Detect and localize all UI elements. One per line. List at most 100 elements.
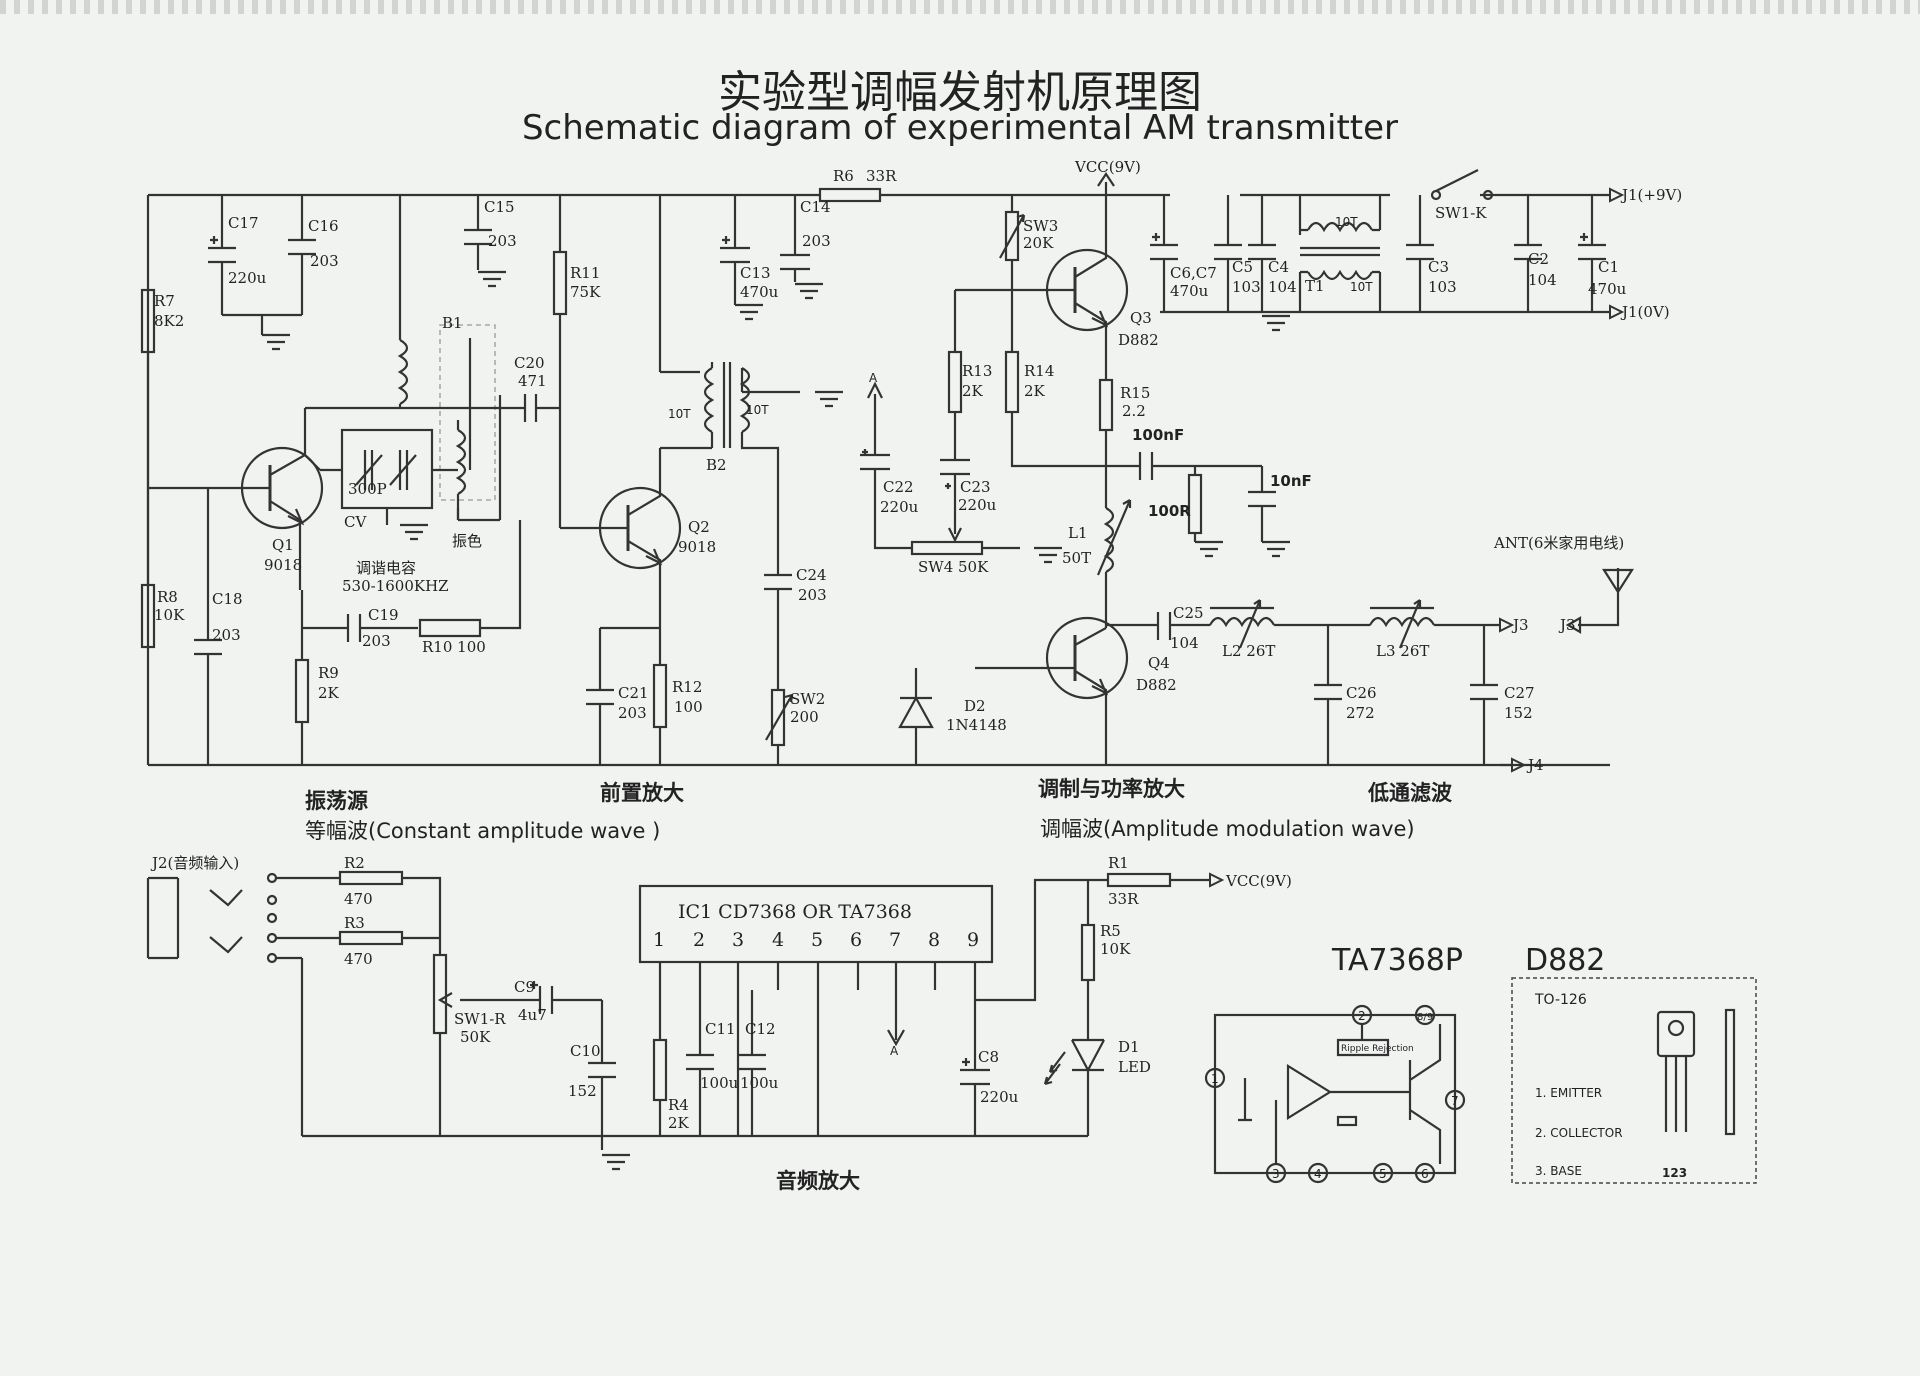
svg-text:8/9: 8/9 — [1417, 1012, 1433, 1023]
svg-text:2.2: 2.2 — [1122, 402, 1146, 420]
svg-text:C5: C5 — [1232, 258, 1253, 276]
svg-text:104: 104 — [1268, 278, 1297, 296]
svg-text:203: 203 — [802, 232, 831, 250]
svg-text:8K2: 8K2 — [154, 312, 184, 330]
svg-text:T1: T1 — [1305, 277, 1325, 295]
svg-text:152: 152 — [1504, 704, 1533, 722]
caption-preamp: 前置放大 — [600, 781, 684, 805]
svg-text:C26: C26 — [1346, 684, 1377, 702]
svg-text:10nF: 10nF — [1270, 472, 1312, 490]
svg-text:C17: C17 — [228, 214, 259, 232]
q4-transistor — [1045, 616, 1129, 700]
svg-text:C16: C16 — [308, 217, 339, 235]
svg-text:300P: 300P — [348, 480, 387, 498]
svg-text:152: 152 — [568, 1082, 597, 1100]
svg-text:D2: D2 — [964, 697, 986, 715]
svg-text:2: 2 — [1358, 1009, 1366, 1023]
svg-text:8: 8 — [928, 929, 940, 951]
svg-text:C12: C12 — [745, 1020, 776, 1038]
svg-text:J1(+9V): J1(+9V) — [1620, 186, 1682, 204]
svg-text:203: 203 — [618, 704, 647, 722]
svg-text:L1: L1 — [1068, 524, 1088, 542]
svg-text:Q1: Q1 — [272, 536, 294, 554]
svg-text:R15: R15 — [1120, 384, 1150, 402]
r13-resistor — [947, 350, 963, 414]
r4-resistor — [652, 1038, 668, 1102]
svg-text:9018: 9018 — [678, 538, 716, 556]
svg-text:C20: C20 — [514, 354, 545, 372]
preamp-section — [560, 187, 882, 765]
svg-text:C8: C8 — [978, 1048, 999, 1066]
svg-text:220u: 220u — [958, 496, 997, 514]
svg-text:20K: 20K — [1023, 234, 1054, 252]
svg-text:振色: 振色 — [452, 532, 482, 550]
svg-text:调谐电容: 调谐电容 — [356, 559, 416, 577]
title-english: Schematic diagram of experimental AM tra… — [521, 108, 1399, 148]
svg-text:R2: R2 — [344, 854, 365, 872]
svg-text:203: 203 — [310, 252, 339, 270]
svg-text:R6: R6 — [833, 167, 854, 185]
svg-text:1. EMITTER: 1. EMITTER — [1535, 1086, 1602, 1100]
svg-text:100R: 100R — [1148, 502, 1191, 520]
svg-text:1N4148: 1N4148 — [946, 716, 1007, 734]
svg-text:C18: C18 — [212, 590, 243, 608]
svg-text:104: 104 — [1170, 634, 1199, 652]
svg-text:R4: R4 — [668, 1096, 689, 1114]
svg-text:3. BASE: 3. BASE — [1535, 1164, 1582, 1178]
svg-text:50T: 50T — [1062, 549, 1091, 567]
ic1-pin-numbers: 1 2 3 4 5 6 7 8 9 — [653, 929, 979, 951]
svg-text:50K: 50K — [460, 1028, 491, 1046]
svg-text:R7: R7 — [154, 292, 175, 310]
svg-text:J1(0V): J1(0V) — [1620, 303, 1670, 321]
svg-text:6: 6 — [850, 929, 862, 951]
svg-text:C1: C1 — [1598, 258, 1619, 276]
svg-text:9018: 9018 — [264, 556, 302, 574]
r3-resistor — [338, 930, 404, 946]
svg-text:B1: B1 — [442, 314, 463, 332]
svg-text:C27: C27 — [1504, 684, 1535, 702]
svg-text:10K: 10K — [1100, 940, 1131, 958]
caption-modulator: 调制与功率放大 — [1038, 777, 1185, 801]
r12-resistor — [652, 663, 668, 729]
svg-text:C6,C7: C6,C7 — [1170, 264, 1217, 282]
svg-text:6: 6 — [1421, 1167, 1429, 1181]
svg-text:C22: C22 — [883, 478, 914, 496]
svg-text:104: 104 — [1528, 271, 1557, 289]
ta7368p-title: TA7368P — [1331, 943, 1463, 978]
svg-text:CV: CV — [344, 513, 367, 531]
svg-text:100u: 100u — [740, 1074, 779, 1092]
svg-text:R12: R12 — [672, 678, 702, 696]
svg-text:Ripple Rejection: Ripple Rejection — [1341, 1044, 1414, 1054]
modulator-section — [860, 172, 1635, 772]
svg-text:J3: J3 — [1511, 616, 1529, 634]
svg-text:3: 3 — [1272, 1167, 1280, 1181]
svg-text:7: 7 — [1451, 1094, 1459, 1108]
r14-resistor — [1004, 350, 1020, 414]
ta7368p-labels: TA7368P Ripple Rejection 1 2 3 4 5 6 7 8… — [1211, 943, 1463, 1181]
svg-text:C25: C25 — [1173, 604, 1204, 622]
svg-text:10T: 10T — [1350, 280, 1373, 294]
svg-text:530-1600KHZ: 530-1600KHZ — [342, 577, 449, 595]
r15-resistor — [1098, 378, 1114, 432]
svg-text:100u: 100u — [700, 1074, 739, 1092]
svg-text:IC1 CD7368 OR TA7368: IC1 CD7368 OR TA7368 — [678, 901, 912, 923]
r11-resistor — [552, 250, 568, 316]
sw1r-potentiometer — [432, 953, 448, 1035]
svg-text:33R: 33R — [866, 167, 897, 185]
svg-text:B2: B2 — [706, 456, 727, 474]
svg-text:3: 3 — [732, 929, 744, 951]
svg-text:Q4: Q4 — [1148, 654, 1170, 672]
svg-text:470u: 470u — [740, 283, 779, 301]
svg-text:203: 203 — [212, 626, 241, 644]
svg-text:2. COLLECTOR: 2. COLLECTOR — [1535, 1126, 1623, 1140]
svg-text:200: 200 — [790, 708, 819, 726]
svg-text:4: 4 — [772, 929, 784, 951]
svg-text:VCC(9V): VCC(9V) — [1074, 158, 1141, 176]
svg-text:103: 103 — [1232, 278, 1261, 296]
svg-text:470: 470 — [344, 950, 373, 968]
svg-text:LED: LED — [1118, 1058, 1151, 1076]
svg-text:10T: 10T — [746, 403, 769, 417]
svg-text:470: 470 — [344, 890, 373, 908]
